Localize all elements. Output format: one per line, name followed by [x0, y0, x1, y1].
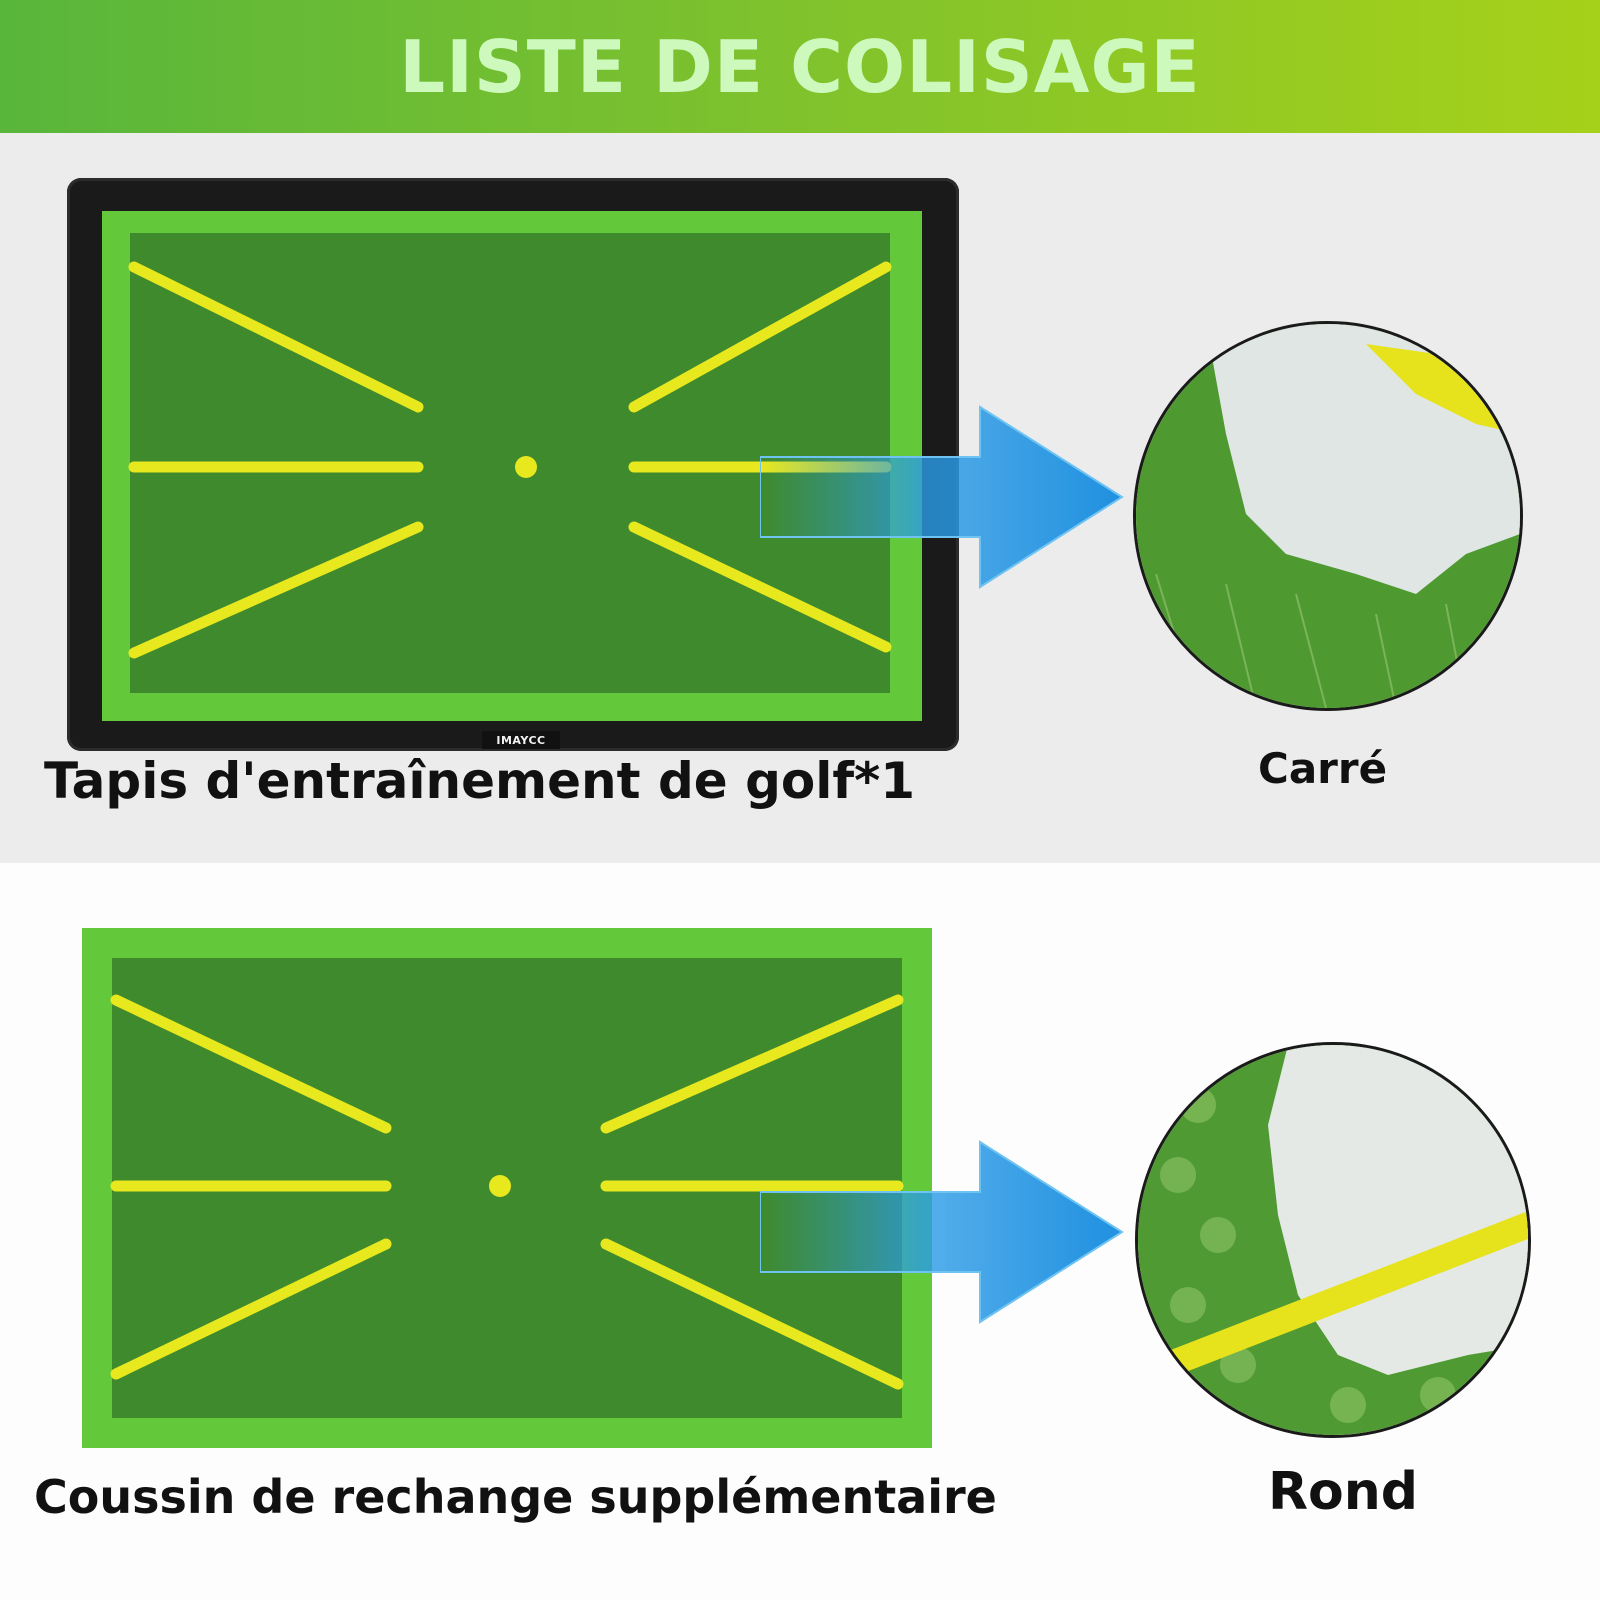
golf-mat-image [102, 211, 922, 721]
item-label-mat: Tapis d'entraînement de golf*1 [44, 752, 916, 810]
item-label-pad: Coussin de rechange supplémentaire [34, 1470, 997, 1524]
zoom-detail-round [1135, 1042, 1531, 1438]
right-arrow-icon [760, 1140, 1124, 1324]
page-title: LISTE DE COLISAGE [399, 24, 1201, 109]
right-arrow-icon [760, 405, 1124, 589]
brand-label: IMAYCC [482, 731, 560, 749]
zoom-label-square: Carré [1258, 744, 1388, 793]
zoom-detail-square [1133, 321, 1523, 711]
header-banner: LISTE DE COLISAGE [0, 0, 1600, 133]
replacement-pad-image [82, 928, 932, 1448]
zoom-label-round: Rond [1268, 1462, 1419, 1522]
